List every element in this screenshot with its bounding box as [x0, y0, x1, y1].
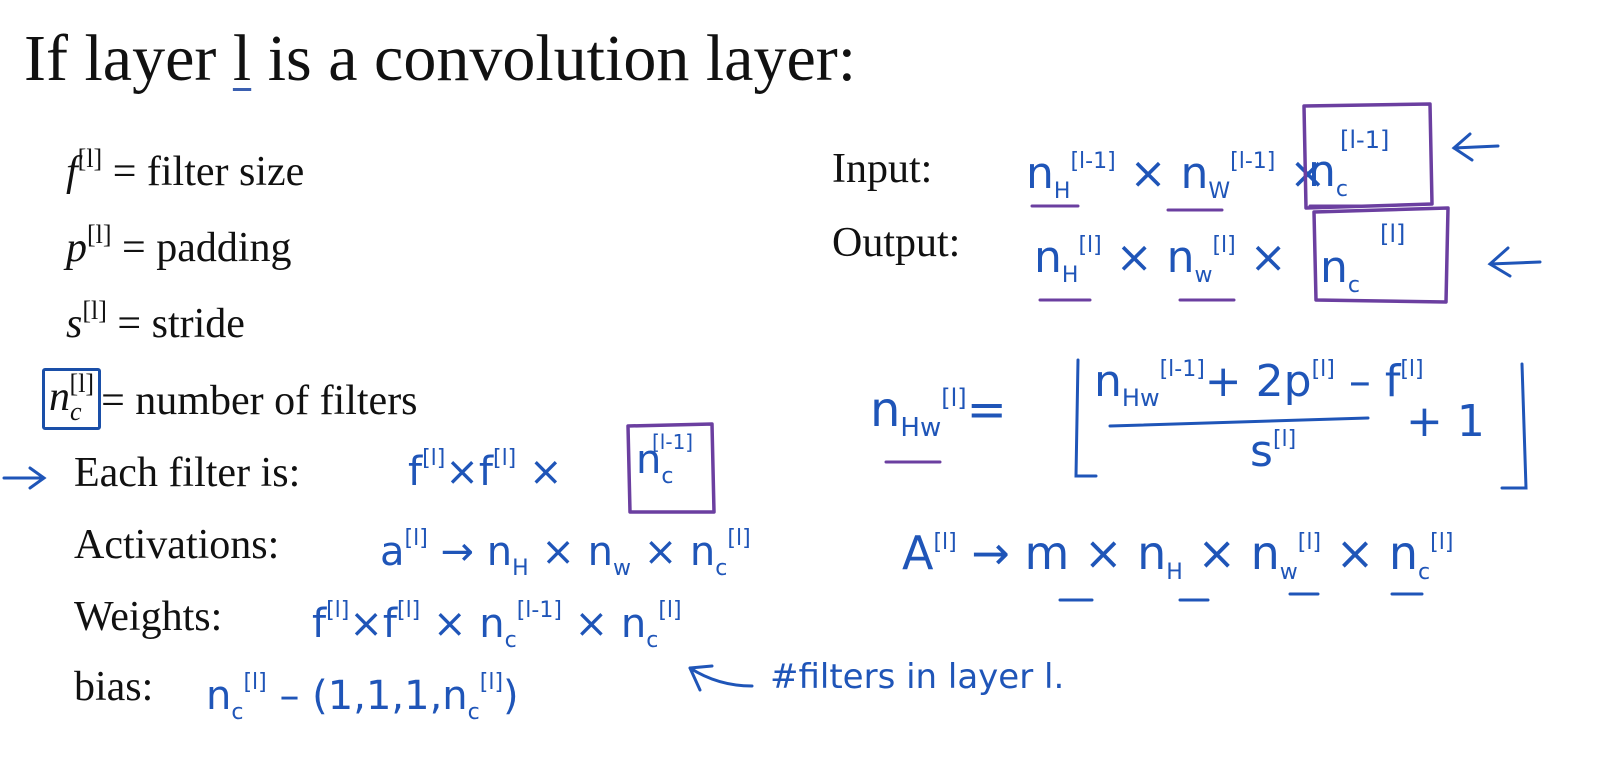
nc-highlight-box: nc[l] [42, 368, 102, 430]
hand-formula-plus-one: + 1 [1406, 396, 1485, 447]
def-padding: p[l] = padding [66, 220, 292, 271]
hand-input: nH[l-1] × nW[l-1] × [1026, 148, 1327, 204]
label-activations: Activations: [74, 522, 280, 568]
each-filter-nc-box [626, 422, 716, 514]
each-filter-pointer-icon [2, 466, 47, 490]
hand-formula-denominator: s[l] [1250, 426, 1297, 477]
hand-big-a: A[l] → m × nH × nw[l] × nc[l] [902, 526, 1454, 585]
input-nc-box [1302, 102, 1434, 210]
hand-activations: a[l] → nH × nw × nc[l] [380, 526, 751, 581]
hand-output-nc: nc [1320, 242, 1360, 298]
hand-formula-numerator: nHw[l-1]+ 2p[l] – f[l] [1094, 356, 1424, 412]
hand-each-filter: f[l]×f[l] × [408, 446, 563, 495]
fraction-bar [1108, 416, 1370, 428]
hand-each-filter-nc: nc [636, 437, 674, 489]
output-nc-box [1312, 206, 1450, 304]
hand-each-filter-nc-sup: [l-1] [652, 430, 694, 454]
hand-weights: f[l]×f[l] × nc[l-1] × nc[l] [312, 598, 682, 653]
label-bias: bias: [74, 664, 154, 710]
floor-right-bracket [1500, 362, 1528, 490]
filters-note-arrow-icon [688, 664, 754, 692]
hand-output: nH[l] × nw[l] × [1034, 232, 1287, 288]
label-each-filter: Each filter is: [74, 450, 301, 496]
label-weights: Weights: [74, 594, 223, 640]
label-output: Output: [832, 220, 961, 266]
layer-var: l [232, 22, 252, 95]
input-arrow-icon [1451, 132, 1500, 162]
hand-input-nc: nc [1308, 146, 1348, 202]
output-arrow-icon [1487, 246, 1542, 278]
hand-filters-note: #filters in layer l. [770, 657, 1065, 697]
slide-title: If layer l is a convolution layer: [24, 22, 857, 95]
hand-formula-lhs: nHw[l]= [870, 382, 1007, 443]
hand-output-nc-sup: [l] [1380, 220, 1406, 248]
floor-left-bracket [1074, 358, 1098, 478]
label-input: Input: [832, 146, 933, 192]
hand-input-nc-sup: [l-1] [1340, 126, 1390, 154]
def-number-of-filters: nc[l]= number of filters [42, 368, 418, 434]
def-stride: s[l] = stride [66, 296, 245, 347]
def-filter-size: f[l] = filter size [66, 144, 305, 195]
hand-bias: nc[l] – (1,1,1,nc[l]) [206, 670, 519, 725]
